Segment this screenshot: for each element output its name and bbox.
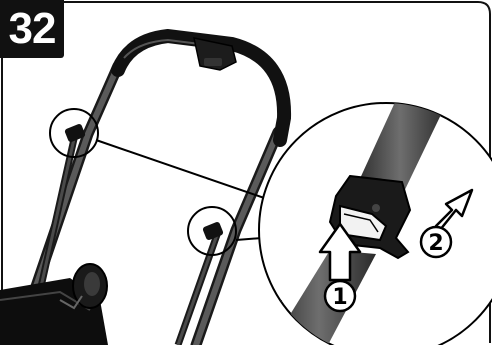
callout-1: 1 [325,281,355,311]
callout-2: 2 [421,227,451,257]
callout-2-label: 2 [428,231,443,256]
right-hinge-joint [202,221,224,241]
callout-1-label: 1 [332,285,347,310]
leader-line-left [96,140,270,200]
zoom-detail: 1 2 [252,100,492,345]
step-number-badge: 32 [0,0,64,58]
leader-line-right [236,238,262,240]
